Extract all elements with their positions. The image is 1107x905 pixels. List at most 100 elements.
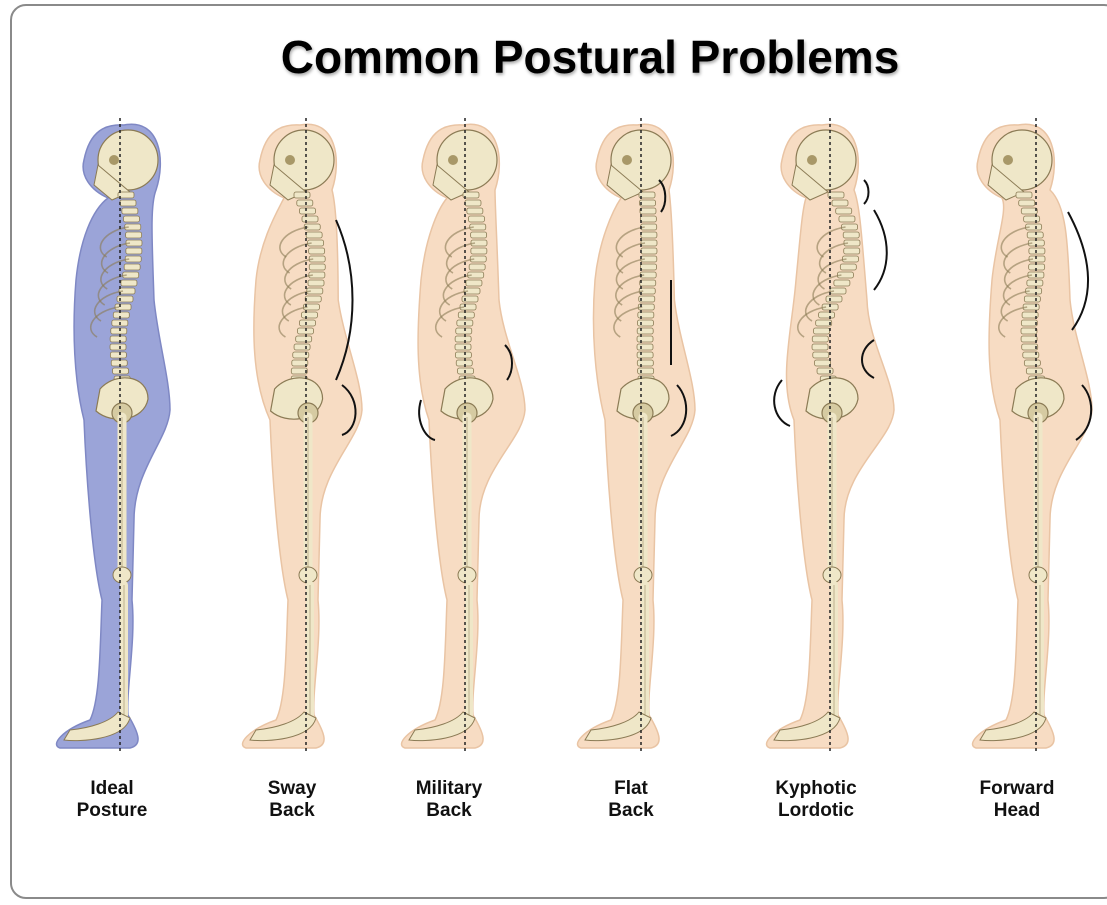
vertebra-icon (291, 368, 307, 374)
vertebra-icon (299, 320, 315, 326)
label-forward-head-line1: Forward (937, 778, 1097, 800)
vertebra-icon (455, 344, 471, 350)
vertebra-icon (455, 352, 471, 358)
eye-socket-icon (1003, 155, 1013, 165)
vertebra-icon (637, 336, 653, 342)
vertebra-icon (638, 368, 654, 374)
body-silhouette (578, 124, 695, 748)
vertebra-icon (1024, 296, 1040, 302)
vertebra-icon (305, 296, 321, 302)
figure-sway (243, 118, 362, 752)
figure-kyphotic (767, 118, 894, 752)
label-flat-back-line1: Flat (551, 778, 711, 800)
vertebra-icon (637, 360, 653, 366)
vertebra-icon (843, 232, 859, 238)
vertebra-icon (637, 344, 653, 350)
knee-icon (113, 567, 131, 583)
vertebra-icon (812, 344, 828, 350)
vertebra-icon (834, 280, 850, 286)
label-forward-head: Forward Head (937, 778, 1097, 822)
knee-icon (299, 567, 317, 583)
vertebra-icon (302, 312, 318, 318)
vertebra-icon (120, 200, 136, 206)
vertebra-icon (1029, 248, 1045, 254)
vertebra-icon (813, 352, 829, 358)
vertebra-icon (296, 336, 312, 342)
vertebra-icon (638, 312, 654, 318)
vertebra-icon (111, 360, 127, 366)
vertebra-icon (466, 280, 482, 286)
label-kyphotic-lordotic: Kyphotic Lordotic (736, 778, 896, 822)
vertebra-icon (832, 200, 848, 206)
vertebra-icon (471, 232, 487, 238)
vertebra-icon (456, 360, 472, 366)
eye-socket-icon (109, 155, 119, 165)
vertebra-icon (1021, 320, 1037, 326)
vertebra-icon (110, 336, 126, 342)
vertebra-icon (637, 320, 653, 326)
label-ideal-posture-line1: Ideal (32, 778, 192, 800)
label-ideal-posture: Ideal Posture (32, 778, 192, 822)
eye-socket-icon (807, 155, 817, 165)
vertebra-icon (110, 344, 126, 350)
vertebra-icon (640, 216, 656, 222)
label-sway-back-line1: Sway (212, 778, 372, 800)
label-military-back-line1: Military (369, 778, 529, 800)
vertebra-icon (471, 248, 487, 254)
vertebra-icon (308, 280, 324, 286)
vertebra-icon (1021, 208, 1037, 214)
vertebra-icon (819, 312, 835, 318)
vertebra-icon (121, 280, 137, 286)
vertebra-icon (641, 248, 657, 254)
knee-icon (458, 567, 476, 583)
curve-indicator (864, 180, 869, 204)
vertebra-icon (1021, 336, 1037, 342)
vertebra-icon (294, 344, 310, 350)
vertebra-icon (309, 248, 325, 254)
vertebra-icon (469, 264, 485, 270)
vertebra-icon (1019, 200, 1035, 206)
vertebra-icon (826, 296, 842, 302)
vertebra-icon (814, 360, 830, 366)
label-military-back-line2: Back (369, 800, 529, 822)
vertebra-icon (637, 328, 653, 334)
vertebra-icon (844, 248, 860, 254)
eye-socket-icon (285, 155, 295, 165)
vertebra-icon (814, 328, 830, 334)
label-flat-back-line2: Back (551, 800, 711, 822)
vertebra-icon (465, 200, 481, 206)
figure-forward (973, 118, 1092, 752)
vertebra-icon (1016, 192, 1032, 198)
vertebra-icon (637, 352, 653, 358)
vertebra-icon (836, 208, 852, 214)
label-kyphotic-lordotic-line2: Lordotic (736, 800, 896, 822)
vertebra-icon (309, 264, 325, 270)
vertebra-icon (1027, 232, 1043, 238)
vertebra-icon (1024, 360, 1040, 366)
vertebra-icon (294, 192, 310, 198)
label-sway-back: Sway Back (212, 778, 372, 822)
vertebra-icon (1024, 216, 1040, 222)
vertebra-icon (113, 312, 129, 318)
vertebra-icon (812, 336, 828, 342)
knee-icon (634, 567, 652, 583)
vertebra-icon (1021, 328, 1037, 334)
vertebra-icon (306, 232, 322, 238)
vertebra-icon (467, 208, 483, 214)
vertebra-icon (123, 216, 139, 222)
vertebra-icon (455, 336, 471, 342)
vertebra-icon (641, 264, 657, 270)
vertebra-icon (639, 200, 655, 206)
vertebra-icon (122, 208, 138, 214)
vertebra-icon (299, 208, 315, 214)
vertebra-icon (302, 216, 318, 222)
vertebra-icon (468, 216, 484, 222)
vertebra-icon (124, 264, 140, 270)
vertebra-icon (1027, 280, 1043, 286)
vertebra-icon (640, 208, 656, 214)
body-silhouette (57, 124, 170, 748)
vertebra-icon (640, 280, 656, 286)
vertebra-icon (1026, 368, 1042, 374)
label-flat-back: Flat Back (551, 778, 711, 822)
